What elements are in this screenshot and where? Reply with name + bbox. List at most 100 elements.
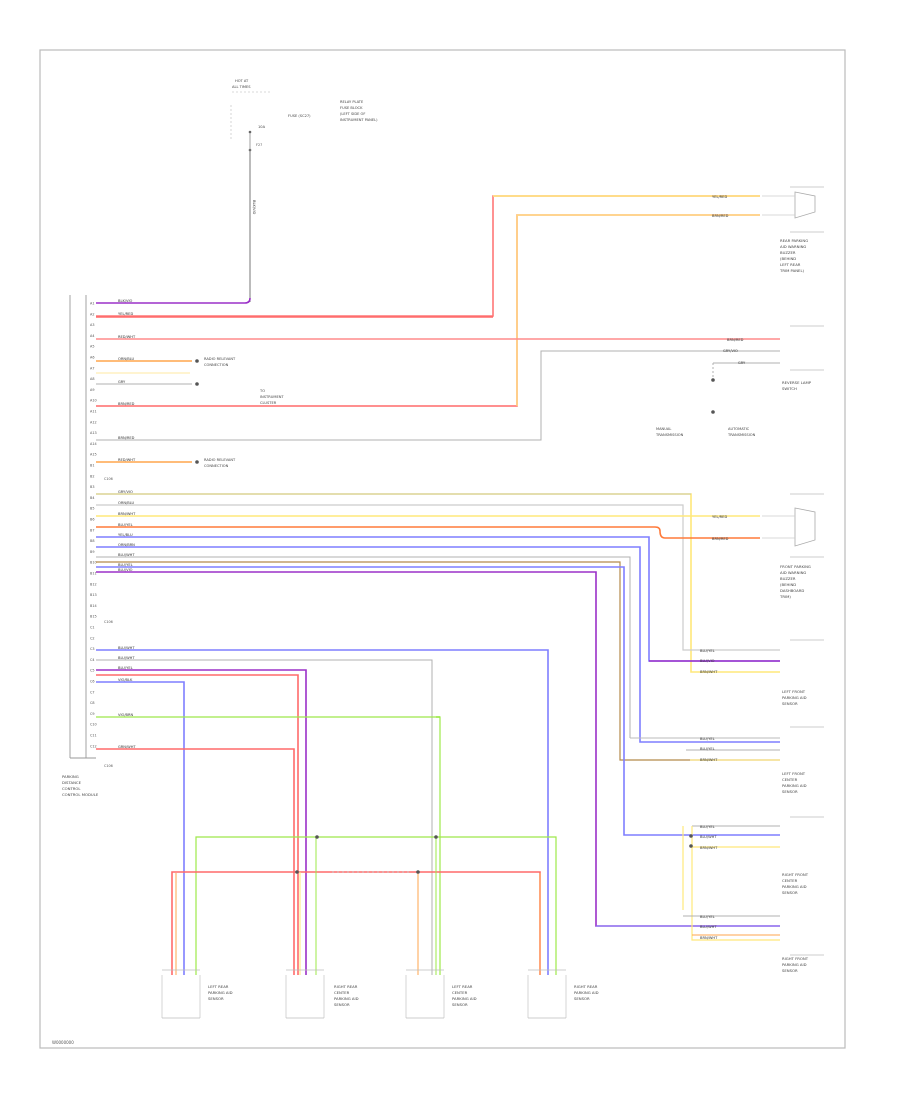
module-pin-labels: A1A2A3A4A5A6A7A8A9A10A11A12A13A14A15B1B2… — [90, 302, 97, 749]
component-name: PARKING AID — [782, 695, 807, 700]
module-wire-color: GRY/VIO — [118, 490, 133, 494]
transmission-note: TRANSMISSION — [655, 433, 684, 437]
component-name: BUZZER — [780, 250, 796, 255]
component-name: PARKING AID — [782, 962, 807, 967]
module-pin-label: C5 — [90, 669, 95, 673]
module-wire-color: BRN/RED — [118, 402, 135, 406]
component-name: SENSOR — [782, 890, 798, 895]
component-name: LEFT REAR — [208, 984, 229, 989]
module-pin-label: B11 — [90, 572, 97, 576]
fuse-wire-color: BLK/VIO — [252, 200, 256, 215]
fuse-pin: F27 — [256, 143, 262, 147]
transmission-note: TRANSMISSION — [727, 433, 756, 437]
module-pin-label: B4 — [90, 496, 94, 500]
component-name: (BEHIND — [780, 582, 796, 587]
note-cluster-a: TO — [259, 389, 265, 393]
right-wire-color: BLU/YEL — [700, 649, 715, 653]
module-pin-label: B12 — [90, 582, 97, 586]
module-pin-label: B13 — [90, 593, 97, 597]
note-cluster-b: INSTRUMENT — [260, 395, 284, 399]
module-wire-color: BRN/WHT — [118, 512, 136, 516]
module-pin-label: A9 — [90, 388, 94, 392]
module-wire-color: VIO/BLK — [118, 678, 133, 682]
module-pin-label: B1 — [90, 464, 94, 468]
module-wire-color: BLU/WHT — [118, 656, 135, 660]
note-radio-1a: RADIO RELEVANT — [204, 357, 236, 361]
module-pin-label: A7 — [90, 366, 94, 370]
module-pin-label: B7 — [90, 528, 94, 532]
reverse-lamp-switch — [790, 325, 824, 371]
module-wire-labels: BLK/VIOYEL/REDRED/WHTORN/BLUGRYBRN/REDBR… — [118, 299, 136, 749]
module-pin-label: A2 — [90, 312, 94, 316]
component-name: TRIM PANEL) — [779, 268, 805, 273]
module-name-2: DISTANCE — [62, 780, 82, 785]
component-name: TRIM) — [779, 594, 791, 599]
module-pin-label: C12 — [90, 744, 97, 748]
component-name: CENTER — [782, 878, 798, 883]
fuse-hot-title-1: HOT AT — [235, 79, 249, 83]
component-name: LEFT FRONT — [782, 689, 806, 694]
right-wire-color: BRN/RED — [727, 338, 744, 342]
module-pin-label: C4 — [90, 658, 95, 662]
component-name: SWITCH — [782, 386, 797, 391]
module-pin-label: B5 — [90, 507, 94, 511]
fuse-label: FUSE (SC27) — [288, 114, 311, 118]
right-wire-color: BRN/WHT — [700, 758, 718, 762]
module-pin-label: A12 — [90, 420, 97, 424]
module-pin-label: B10 — [90, 561, 97, 565]
module-pin-label: B6 — [90, 518, 94, 522]
module-wire-color: VIO/BRN — [118, 713, 134, 717]
component-name: (BEHIND — [780, 256, 796, 261]
module-wire-color: BLU/VIO — [118, 568, 133, 572]
module-name-3: CONTROL — [62, 786, 81, 791]
component-name: RIGHT FRONT — [782, 956, 809, 961]
module-pin-label: A6 — [90, 356, 94, 360]
component-name: PARKING AID — [452, 996, 477, 1001]
left-rear-center-sensor — [405, 969, 445, 1019]
module-wire-color: BLU/WHT — [118, 646, 135, 650]
module-pin-label: A1 — [90, 302, 94, 306]
module-pin-label: A5 — [90, 345, 94, 349]
component-name: AID WARNING — [780, 570, 806, 575]
module-wire-color: BLU/YEL — [118, 563, 133, 567]
component-name: BUZZER — [780, 576, 796, 581]
connector-label-c2: C106 — [104, 764, 113, 768]
module-pin-label: C6 — [90, 680, 95, 684]
module-pin-label: A11 — [90, 410, 97, 414]
module-wire-color: ORN/BLU — [118, 357, 135, 361]
module-wire-color: RED/WHT — [118, 335, 136, 339]
module-wire-color: BRN/RED — [118, 436, 135, 440]
module-pin-label: B15 — [90, 615, 97, 619]
component-name: PARKING AID — [782, 783, 807, 788]
fuse-box-1: RELAY PLATE — [340, 100, 364, 104]
module-pin-label: C2 — [90, 636, 95, 640]
module-wire-color: YEL/RED — [118, 312, 133, 316]
connector-label-b: C106 — [104, 477, 113, 481]
transmission-note: AUTOMATIC — [728, 427, 750, 431]
right-wire-color: BLU/YEL — [700, 747, 715, 751]
component-name: PARKING AID — [208, 990, 233, 995]
module-pin-label: A3 — [90, 323, 94, 327]
component-name: SENSOR — [574, 996, 590, 1001]
component-name: RIGHT FRONT — [782, 872, 809, 877]
component-name: PARKING AID — [334, 996, 359, 1001]
right-wire-color: BLU/WHT — [700, 925, 717, 929]
module-name-4: CONTROL MODULE — [62, 792, 99, 797]
right-wire-color: BRN/RED — [712, 214, 729, 218]
module-pin-label: C3 — [90, 647, 95, 651]
right-wire-color: GRY/VIO — [723, 349, 738, 353]
sensor-separators — [790, 639, 824, 956]
transmission-note: MANUAL — [656, 427, 671, 431]
component-name: SENSOR — [782, 968, 798, 973]
module-wire-color: ORN/BRN — [118, 543, 135, 547]
fuse-box-2: FUSE BLOCK — [340, 106, 363, 110]
rear-warning-buzzer — [762, 186, 824, 233]
component-name: LEFT REAR — [452, 984, 473, 989]
fuse-amp: 10A — [258, 125, 266, 129]
fuse-hot-title-2: ALL TIMES — [232, 85, 251, 89]
component-name: SENSOR — [208, 996, 224, 1001]
component-name: DASHBOARD — [780, 588, 804, 593]
module-wire-color: RED/WHT — [118, 458, 136, 462]
right-rear-center-sensor — [285, 969, 325, 1019]
